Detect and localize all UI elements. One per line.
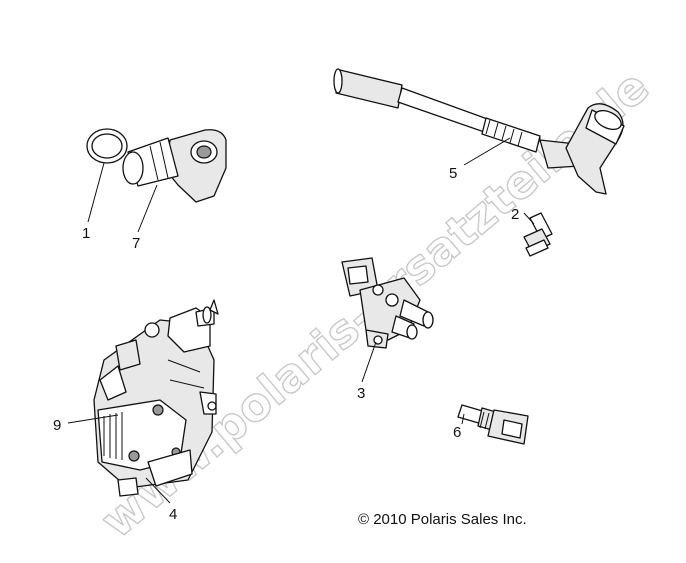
callout-6: 6 bbox=[453, 424, 461, 441]
copyright-text: © 2010 Polaris Sales Inc. bbox=[358, 511, 527, 528]
leader-line-1 bbox=[87, 162, 105, 223]
callout-5: 5 bbox=[449, 165, 457, 182]
leader-line-2 bbox=[523, 212, 535, 225]
valve-block-part bbox=[341, 257, 434, 349]
leader-line-4 bbox=[145, 477, 171, 504]
crank-sensor-part bbox=[333, 68, 625, 195]
leader-line-7 bbox=[137, 184, 158, 233]
callout-2: 2 bbox=[511, 206, 519, 223]
callout-9: 9 bbox=[53, 417, 61, 434]
callout-7: 7 bbox=[132, 235, 140, 252]
callout-1: 1 bbox=[82, 225, 90, 242]
cam-sensor-part bbox=[122, 129, 227, 203]
callout-4: 4 bbox=[169, 506, 177, 523]
o-ring-part bbox=[86, 128, 128, 164]
leader-line-6 bbox=[461, 413, 465, 425]
temperature-sensor-part bbox=[457, 404, 529, 445]
leader-lines bbox=[67, 137, 535, 504]
callout-3: 3 bbox=[357, 385, 365, 402]
leader-line-3 bbox=[361, 341, 377, 383]
leader-line-5 bbox=[463, 137, 511, 166]
leader-line-9 bbox=[67, 414, 119, 424]
bolt-part bbox=[523, 212, 553, 257]
throttle-body-part bbox=[93, 299, 219, 497]
